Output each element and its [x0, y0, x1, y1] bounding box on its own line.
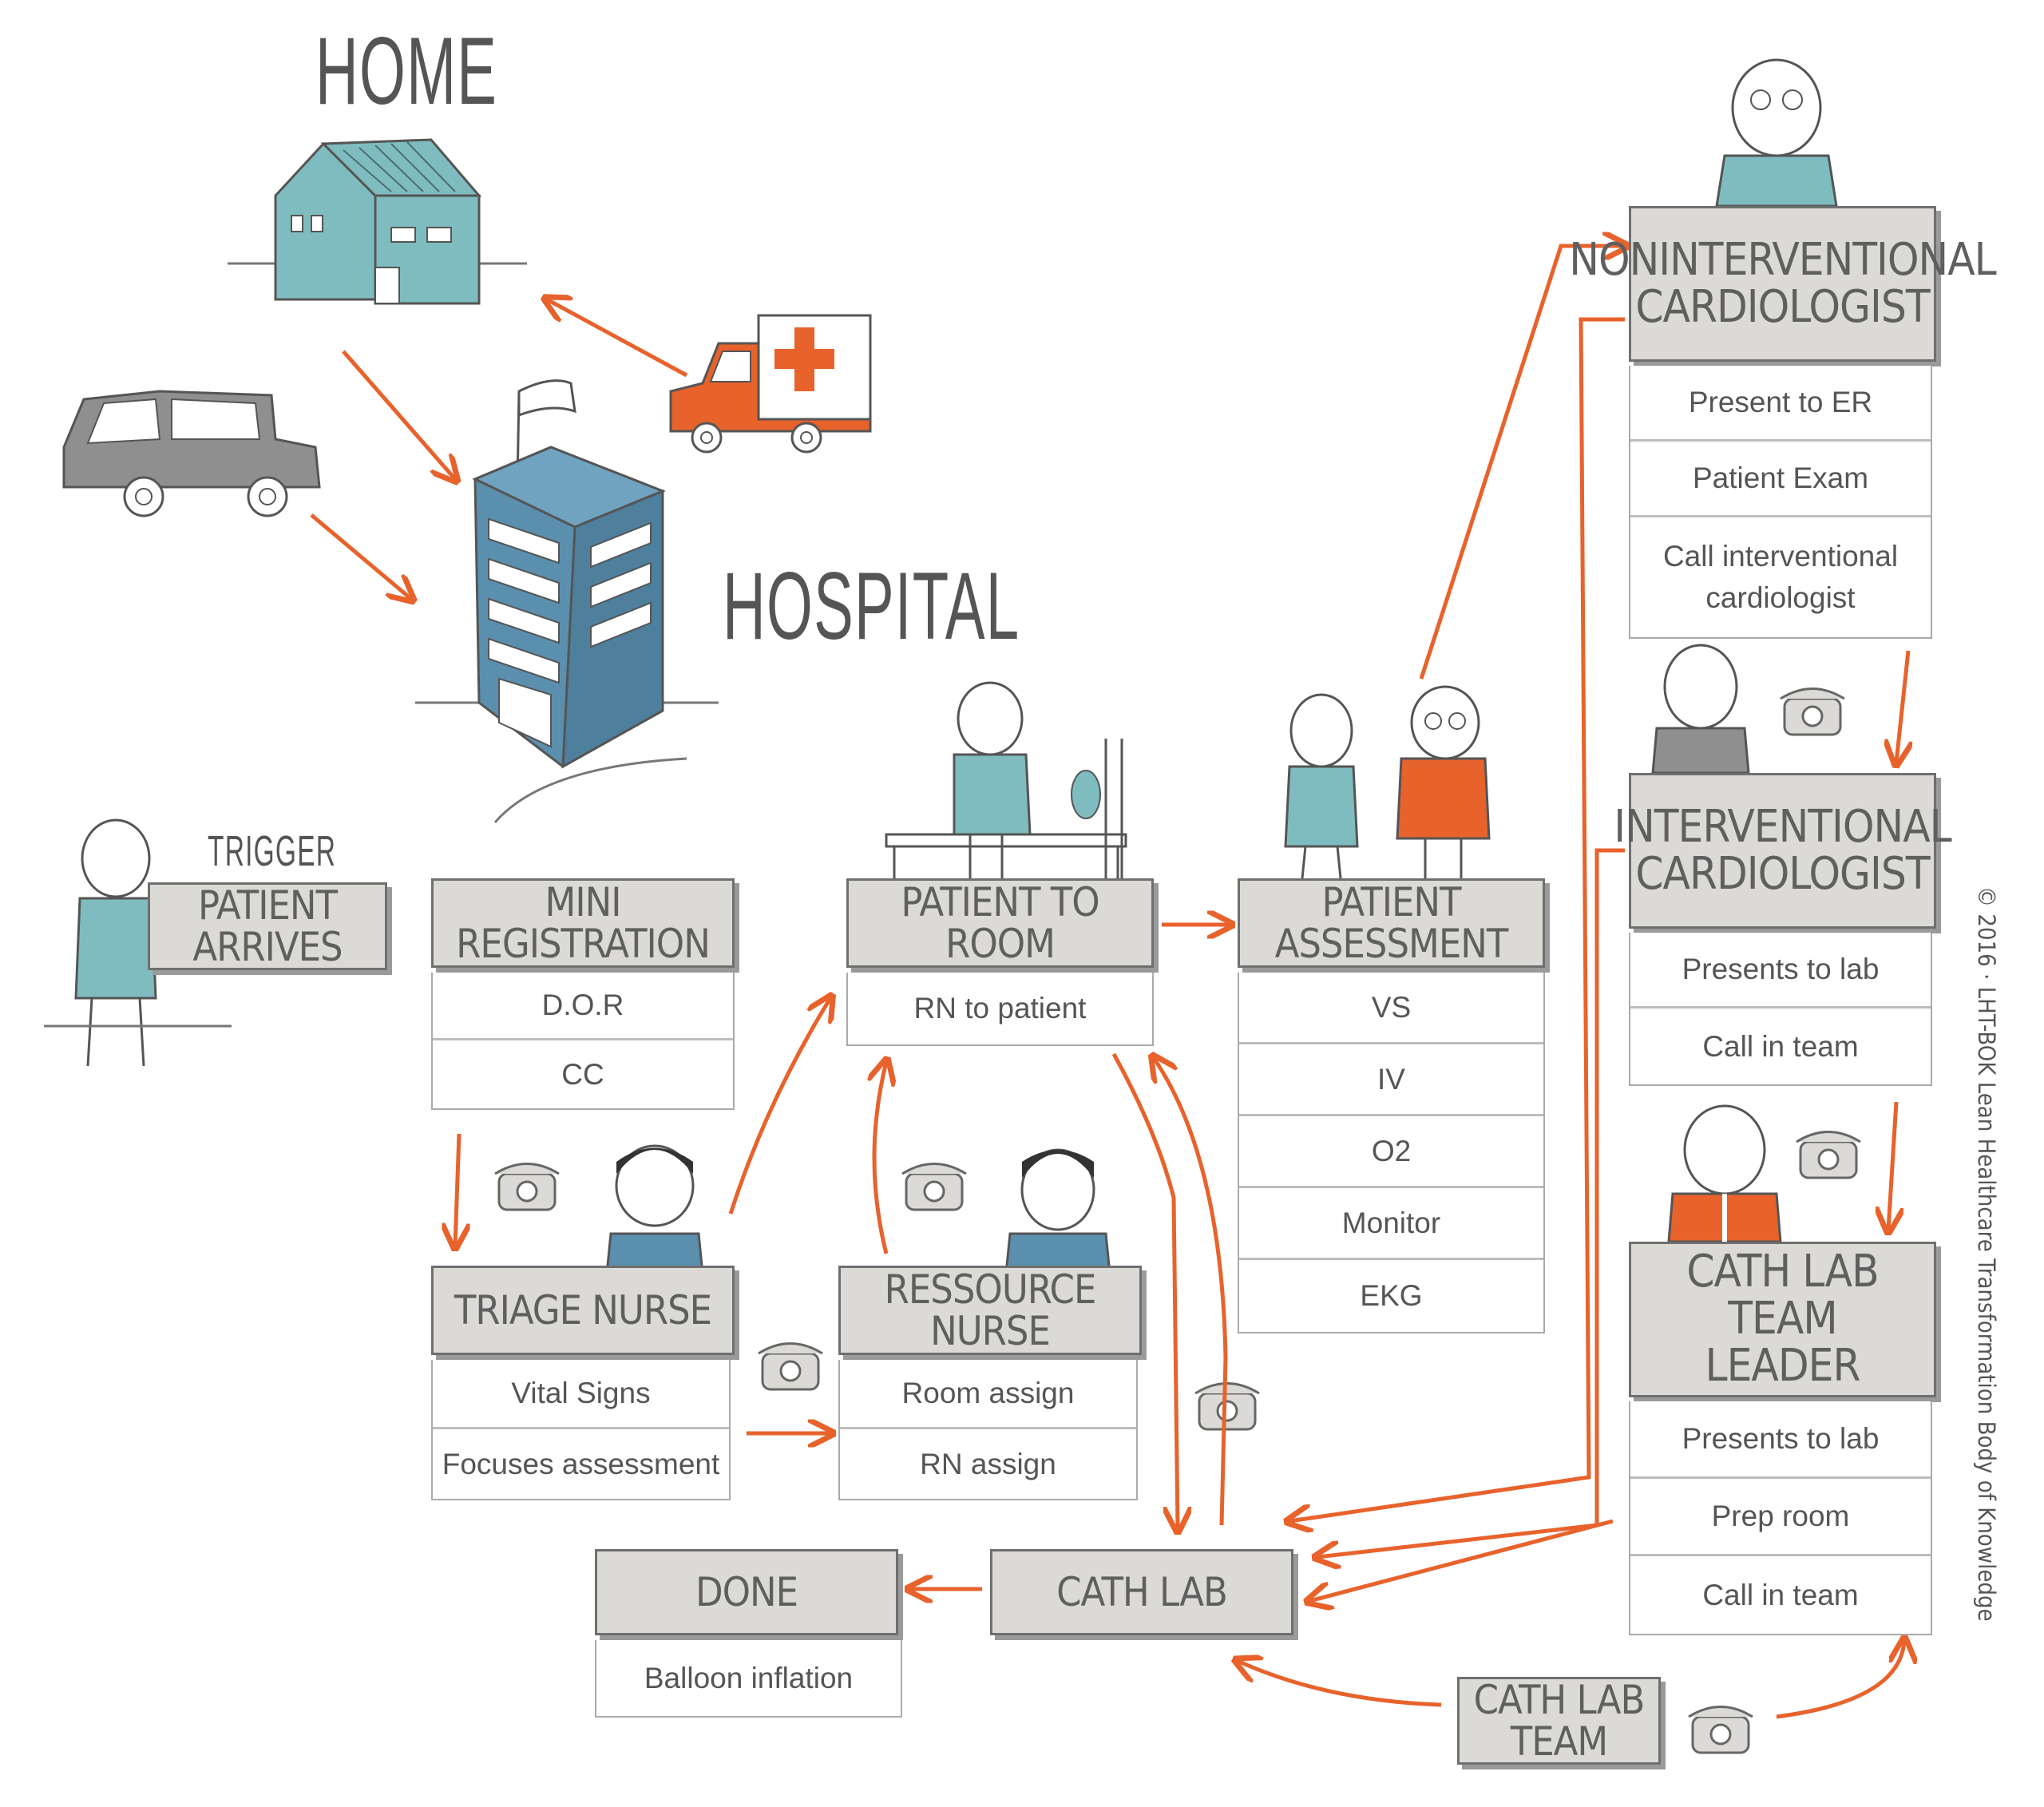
ressource-nurse-box: RESSOURCE NURSE — [838, 1266, 1142, 1355]
doctor-figure — [1715, 58, 1838, 208]
list-item: Presents to lab — [1630, 1401, 1931, 1479]
interventional-cardiologist-list: Presents to lab Call in team — [1629, 933, 1932, 1086]
patient-figure — [44, 818, 232, 1067]
arrow-phone-to-team — [1776, 1641, 1904, 1719]
cath-lab-team-box: CATH LAB TEAM — [1457, 1677, 1661, 1765]
telephone-icon — [901, 1163, 967, 1211]
nurse-figure — [1004, 1148, 1111, 1275]
home-title: HOME — [315, 18, 498, 125]
list-item: O2 — [1239, 1116, 1543, 1188]
hospital-building-icon — [415, 379, 719, 823]
list-item: Balloon inflation — [644, 1661, 854, 1694]
done-list: Balloon inflation — [595, 1640, 902, 1718]
mini-registration-list: D.O.R CC — [431, 973, 735, 1110]
telephone-icon — [1780, 688, 1845, 736]
nurse-figure — [605, 1144, 704, 1275]
list-item: RN to patient — [913, 992, 1087, 1025]
arrow-nonint-to-int — [1896, 650, 1908, 763]
arrow-nonint-to-cathlab — [1289, 317, 1625, 1521]
ambulance-icon — [669, 314, 872, 454]
doctor-figure — [1396, 685, 1491, 882]
patient-figure — [1284, 693, 1359, 887]
ressource-nurse-list: Room assign RN assign — [838, 1360, 1138, 1500]
list-item: Room assign — [840, 1360, 1136, 1429]
arrow-triage-to-patient-room — [728, 998, 830, 1215]
list-item: Presents to lab — [1630, 933, 1931, 1009]
list-item: EKG — [1360, 1279, 1423, 1313]
arrow-registration-to-triage — [455, 1133, 459, 1246]
telephone-icon — [1194, 1382, 1260, 1431]
cath-lab-team-leader-list: Presents to lab Prep room Call in team — [1629, 1401, 1932, 1635]
list-item: Prep room — [1630, 1479, 1931, 1556]
arrow-room-to-cathlab — [1111, 1052, 1178, 1529]
patient-assessment-list: VS IV O2 Monitor EKG — [1238, 973, 1545, 1333]
patient-assessment-box: PATIENT ASSESSMENT — [1238, 878, 1545, 968]
car-icon — [62, 390, 321, 517]
arrow-int-to-leader — [1888, 1101, 1896, 1230]
list-item: VS — [1239, 973, 1543, 1044]
arrow-leader-to-cathlab — [1309, 1519, 1614, 1601]
triage-nurse-box: TRIAGE NURSE — [431, 1266, 735, 1355]
arrow-int-to-cathlab — [1317, 848, 1625, 1557]
list-item: Vital Signs — [433, 1360, 729, 1429]
trigger-title: TRIGGER — [208, 827, 337, 875]
doctor-figure — [1651, 644, 1750, 775]
done-box: DONE — [595, 1549, 898, 1635]
arrow-resource-to-patient-room — [874, 1062, 886, 1254]
arrow-team-to-cathlab — [1238, 1661, 1442, 1707]
arrow-assessment-to-nonint — [1419, 246, 1625, 680]
house-icon — [228, 138, 527, 305]
telephone-icon — [494, 1163, 560, 1211]
list-item: Call interventional cardiologist — [1662, 540, 1899, 614]
copyright-text: © 2016 · LHT-BOK Lean Healthcare Transfo… — [1973, 886, 2000, 1622]
arrow-car-to-hospital — [310, 513, 411, 599]
patient-arrives-box: PATIENT ARRIVES — [148, 882, 387, 970]
list-item: RN assign — [920, 1447, 1056, 1480]
patient-to-room-box: PATIENT TO ROOM — [846, 878, 1154, 968]
bed-icon — [885, 739, 1127, 886]
list-item: Patient Exam — [1630, 442, 1931, 517]
telephone-icon — [1688, 1706, 1753, 1754]
triage-nurse-list: Vital Signs Focuses assessment — [431, 1360, 731, 1500]
patient-to-room-list: RN to patient — [846, 973, 1154, 1046]
cath-lab-box: CATH LAB — [990, 1549, 1293, 1635]
hospital-title: HOSPITAL — [723, 553, 1020, 660]
list-item: Present to ER — [1630, 366, 1931, 442]
list-item: D.O.R — [433, 973, 733, 1040]
interventional-cardiologist-box: INTERVENTIONAL CARDIOLOGIST — [1614, 773, 1952, 929]
list-item: Focuses assessment — [442, 1447, 720, 1480]
doctor-figure — [1667, 1104, 1782, 1243]
arrow-cathlab-to-room — [1154, 1058, 1228, 1526]
list-item: Call in team — [1702, 1578, 1859, 1611]
list-item: IV — [1239, 1044, 1543, 1116]
list-item: Call in team — [1702, 1029, 1859, 1063]
telephone-icon — [758, 1342, 823, 1391]
noninterventional-cardiologist-box: NONINTERVENTIONAL CARDIOLOGIST — [1569, 206, 1997, 362]
list-item: CC — [561, 1057, 604, 1091]
arrow-ambulance-to-home — [547, 299, 688, 378]
patient-figure — [953, 681, 1032, 882]
list-item: Monitor — [1239, 1188, 1543, 1260]
telephone-icon — [1796, 1131, 1861, 1179]
mini-registration-box: MINI REGISTRATION — [431, 878, 735, 968]
noninterventional-cardiologist-list: Present to ER Patient Exam Call interven… — [1629, 366, 1932, 639]
arrow-home-to-hospital — [342, 350, 455, 479]
cath-lab-team-leader-box: CATH LAB TEAM LEADER — [1629, 1242, 1936, 1397]
